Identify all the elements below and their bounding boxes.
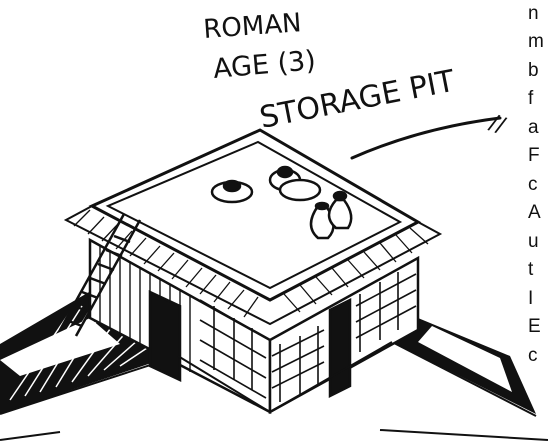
caption-roman: ROMAN [202,8,302,45]
side-text-line: a [528,118,548,137]
side-text-line: E [528,317,548,336]
side-text-line: c [528,175,548,194]
side-text-line: F [528,146,548,165]
side-text-line: f [528,89,548,108]
arrow-mark: // [486,110,509,139]
side-text-line: A [528,203,548,222]
caption-age: AGE (3) [212,45,317,85]
side-text-line: n [528,4,548,23]
arrow-icon [352,118,500,158]
side-text-line: u [528,232,548,251]
side-text-line: t [528,260,548,279]
side-text-line: b [528,61,548,80]
side-text-line: c [528,346,548,365]
side-text-line: m [528,32,548,51]
side-text-column: n m b f a F c A u t I E c [528,0,548,443]
side-text-line: I [528,289,548,308]
